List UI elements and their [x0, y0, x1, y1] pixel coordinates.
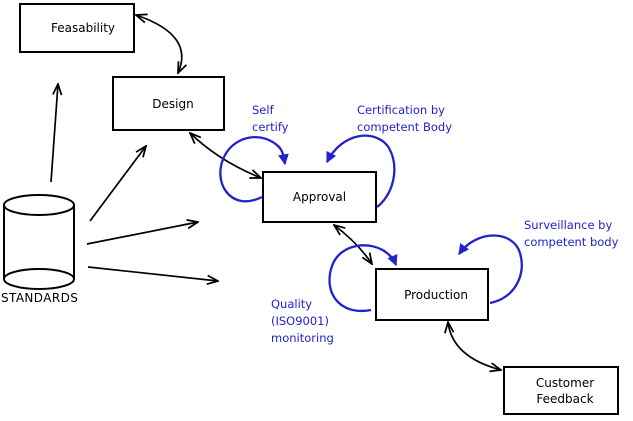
node-label: Production: [404, 287, 468, 302]
annotation-line: competent body: [524, 235, 619, 249]
arrow-standards-to-design: [89, 146, 146, 222]
standards-cylinder: [3, 194, 75, 290]
standards-label: STANDARDS: [1, 291, 79, 305]
annotation-line: (ISO9001): [271, 314, 329, 328]
loop-self-certify: [219, 136, 289, 203]
annotation-line: Quality: [271, 297, 313, 311]
loop-surveillance-competent-body: [458, 234, 523, 305]
annotation-line: Certification by: [357, 103, 445, 117]
annotation-line: monitoring: [271, 331, 334, 345]
loop-quality-monitoring: [328, 244, 398, 313]
node-customer-feedback: Customer Feedback: [503, 366, 619, 415]
arrow-standards-to-feasability: [50, 84, 58, 183]
node-label-line: Feedback: [536, 391, 594, 406]
arrow-production-customer-feedback: [448, 322, 501, 370]
annotation-line: competent Body: [357, 120, 453, 134]
annotation-line: Surveillance by: [524, 218, 613, 232]
annotation-quality-iso9001-monitoring: Quality (ISO9001) monitoring: [271, 296, 334, 347]
node-label-line: Customer: [535, 375, 595, 390]
node-feasability: Feasability: [19, 3, 135, 53]
annotation-line: Self: [252, 103, 274, 117]
node-production: Production: [375, 268, 489, 321]
annotation-line: certify: [252, 120, 289, 134]
arrow-approval-production: [334, 225, 372, 264]
arrow-feasability-design: [136, 15, 182, 73]
node-label: Approval: [292, 190, 347, 204]
annotation-self-certify: Self certify: [252, 102, 288, 136]
node-design: Design: [112, 76, 225, 131]
arrow-standards-to-approval: [86, 222, 198, 245]
arrow-standards-to-production: [87, 266, 218, 281]
annotation-certification-by-competent-body: Certification by competent Body: [357, 102, 452, 136]
node-label: Design: [152, 96, 194, 111]
node-approval: Approval: [262, 171, 377, 223]
node-label: Feasability: [50, 21, 115, 35]
node-label: Customer Feedback: [536, 375, 594, 407]
loop-certification-competent-body: [325, 134, 396, 208]
annotation-surveillance-by-competent-body: Surveillance by competent body: [524, 217, 618, 251]
